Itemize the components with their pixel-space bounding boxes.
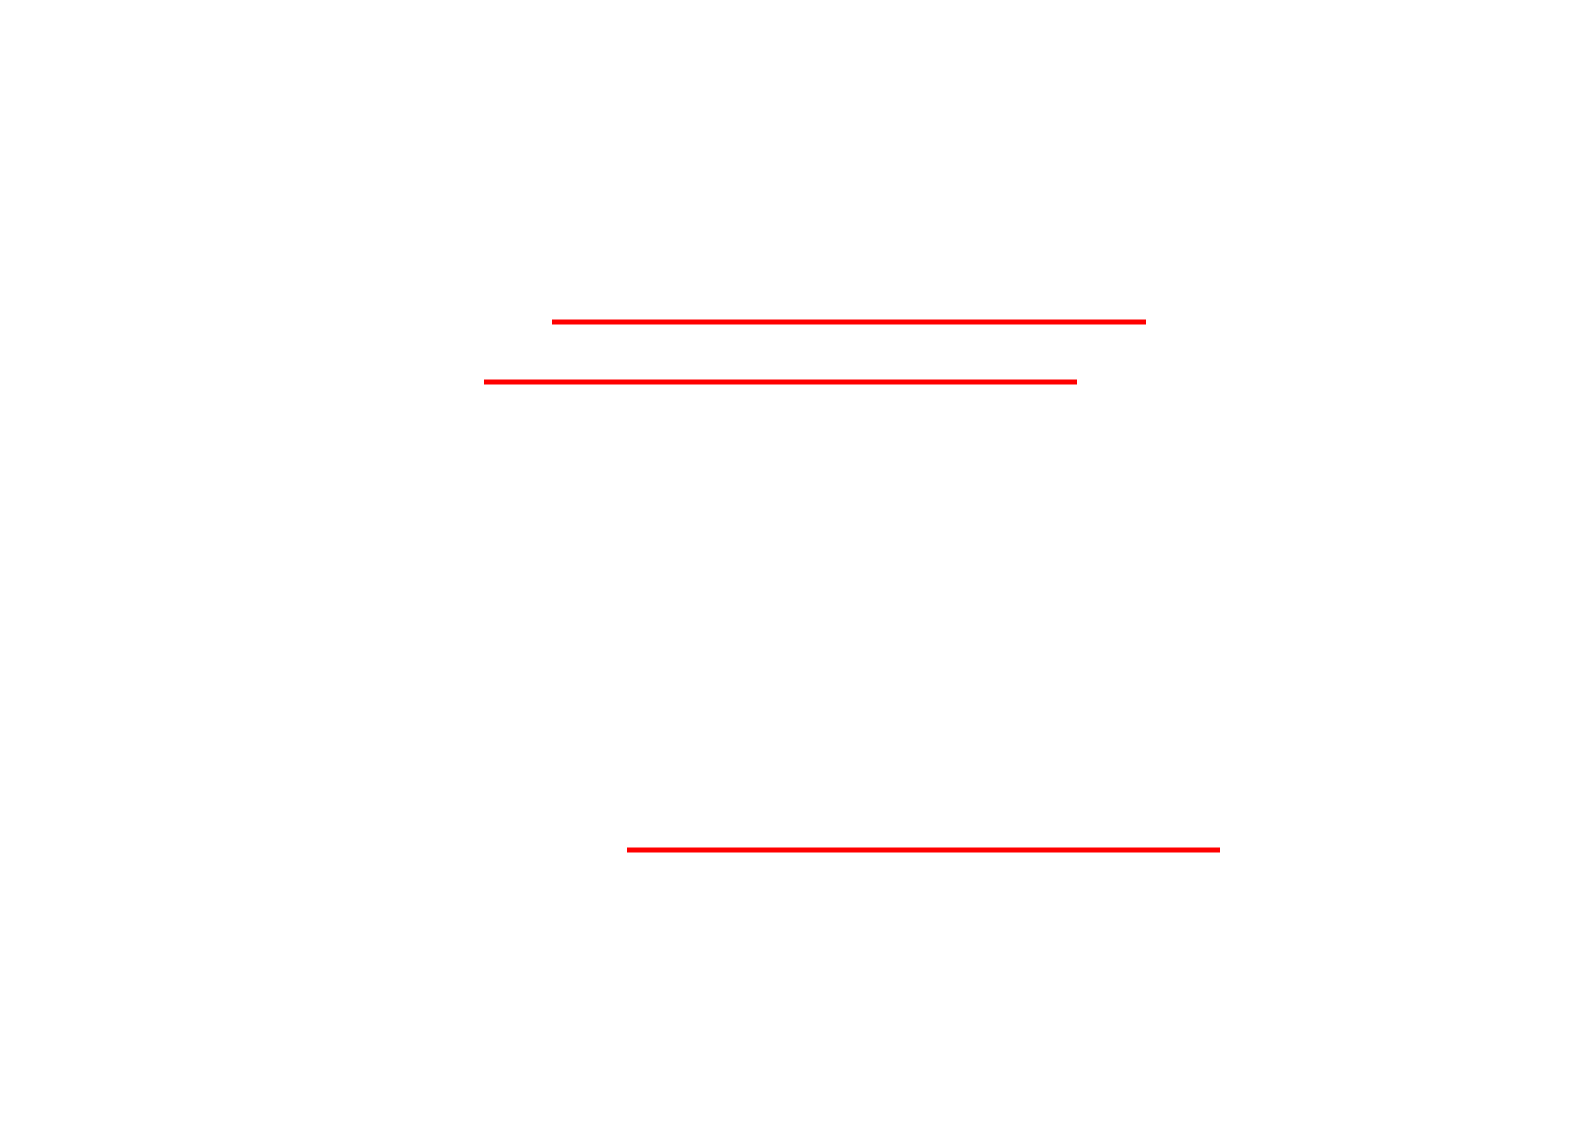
canvas-background bbox=[0, 0, 1570, 1139]
diagram-canvas bbox=[0, 0, 1570, 1139]
